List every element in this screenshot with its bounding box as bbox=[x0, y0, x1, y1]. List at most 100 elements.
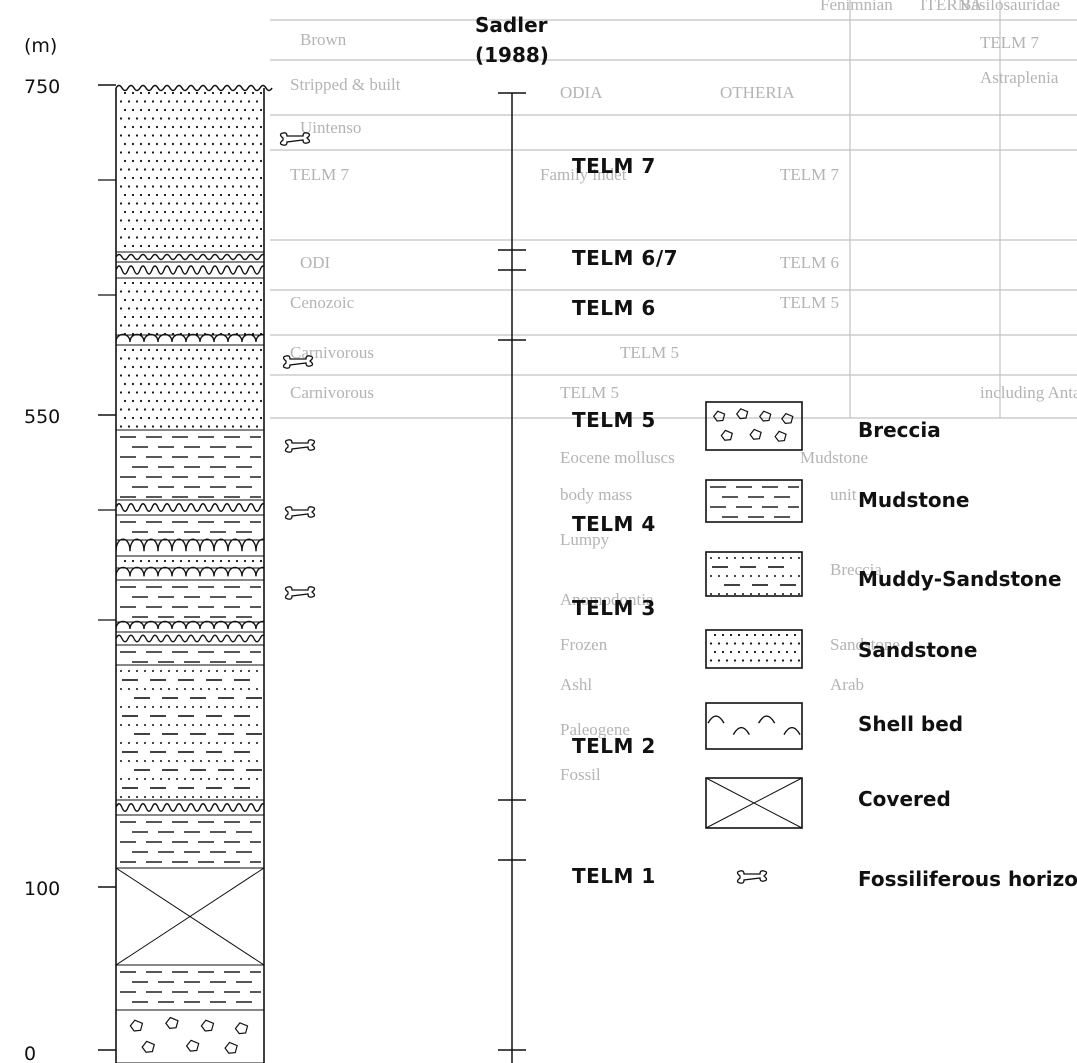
depth-tick-marks bbox=[98, 84, 116, 1051]
sand-dot bbox=[251, 298, 255, 302]
breccia-clast bbox=[774, 430, 787, 442]
sand-dot bbox=[259, 210, 263, 214]
layer-wave bbox=[116, 265, 264, 275]
sand-dot bbox=[243, 399, 247, 403]
sand-dot bbox=[259, 108, 263, 112]
sand-dot bbox=[160, 742, 162, 744]
sand-dot bbox=[123, 315, 127, 319]
sand-dot bbox=[176, 688, 178, 690]
sand-dot bbox=[143, 357, 147, 360]
sand-dot bbox=[235, 281, 239, 285]
sand-dot bbox=[147, 559, 151, 563]
sand-dot bbox=[155, 91, 159, 95]
sand-dot bbox=[251, 91, 255, 95]
sand-dot bbox=[240, 778, 242, 780]
sand-dot bbox=[750, 557, 752, 559]
sand-dot bbox=[726, 593, 728, 595]
sand-dot bbox=[171, 210, 175, 214]
sand-dot bbox=[255, 290, 259, 293]
sand-dot bbox=[216, 706, 218, 708]
sand-dot bbox=[119, 219, 123, 222]
sand-dot bbox=[191, 290, 195, 293]
sand-dot bbox=[143, 307, 147, 310]
sand-dot bbox=[734, 593, 736, 595]
sand-dot bbox=[151, 307, 155, 310]
lithology-legend: Breccia Mudstone Muddy-Sandstone Sandsto… bbox=[705, 401, 1077, 891]
sand-dot bbox=[152, 670, 154, 672]
sand-dot bbox=[243, 210, 247, 214]
sand-dot bbox=[199, 134, 203, 137]
sand-dot bbox=[199, 151, 203, 154]
sand-dot bbox=[789, 642, 793, 645]
sand-dot bbox=[179, 193, 183, 197]
sand-dot bbox=[131, 91, 135, 95]
sand-dot bbox=[231, 324, 235, 327]
sand-dot bbox=[135, 357, 139, 360]
sand-dot bbox=[235, 559, 239, 563]
sand-dot bbox=[231, 219, 235, 222]
sand-dot bbox=[248, 706, 250, 708]
sand-dot bbox=[231, 425, 235, 428]
sand-dot bbox=[224, 688, 226, 690]
sand-dot bbox=[235, 159, 239, 163]
sand-dot bbox=[183, 100, 187, 103]
sand-dot bbox=[797, 642, 801, 645]
sand-dot bbox=[235, 416, 239, 420]
sand-dot bbox=[224, 778, 226, 780]
sand-dot bbox=[184, 670, 186, 672]
sand-dot bbox=[195, 559, 199, 563]
legend-swatch-frame bbox=[705, 401, 803, 451]
sand-dot bbox=[797, 659, 801, 662]
sand-dot bbox=[235, 142, 239, 146]
sand-dot bbox=[203, 227, 207, 231]
sand-dot bbox=[239, 134, 243, 137]
sand-dot bbox=[179, 365, 183, 369]
shell-wave bbox=[116, 803, 264, 812]
sand-dot bbox=[155, 416, 159, 420]
shell-wave bbox=[116, 503, 264, 512]
sand-dot bbox=[135, 408, 139, 411]
legend-swatch-covered bbox=[705, 777, 803, 829]
sand-dot bbox=[131, 348, 135, 352]
sand-dot bbox=[187, 244, 191, 248]
sand-dot bbox=[235, 91, 239, 95]
sand-dot bbox=[207, 202, 211, 205]
sand-dot bbox=[179, 159, 183, 163]
sand-dot bbox=[239, 324, 243, 327]
sand-dot bbox=[127, 219, 131, 222]
sand-dot bbox=[131, 227, 135, 231]
shell-loops bbox=[116, 566, 264, 577]
unit-label-telm6: TELM 6 bbox=[572, 296, 656, 320]
sand-dot bbox=[168, 670, 170, 672]
sand-dot bbox=[256, 778, 258, 780]
reference-year: (1988) bbox=[475, 43, 549, 67]
sand-dot bbox=[183, 236, 187, 239]
sand-dot bbox=[139, 365, 143, 369]
sand-dot bbox=[207, 324, 211, 327]
sand-dot bbox=[785, 650, 789, 654]
sand-dot bbox=[183, 357, 187, 360]
sand-dot bbox=[195, 416, 199, 420]
sand-dot bbox=[135, 391, 139, 394]
sand-dot bbox=[127, 134, 131, 137]
sand-dot bbox=[183, 408, 187, 411]
sand-dot bbox=[243, 176, 247, 180]
sand-dot bbox=[155, 159, 159, 163]
sand-dot bbox=[219, 142, 223, 146]
sand-dot bbox=[143, 236, 147, 239]
layer-breccia bbox=[129, 1016, 249, 1054]
sand-dot bbox=[120, 724, 122, 726]
sand-dot bbox=[259, 159, 263, 163]
sand-dot bbox=[208, 724, 210, 726]
sand-dot bbox=[128, 778, 130, 780]
sand-dot bbox=[734, 575, 736, 577]
sand-dot bbox=[200, 688, 202, 690]
sand-dot bbox=[227, 244, 231, 248]
sand-dot bbox=[127, 307, 131, 310]
sand-dot bbox=[243, 159, 247, 163]
sand-dot bbox=[200, 778, 202, 780]
sand-dot bbox=[766, 593, 768, 595]
sand-dot bbox=[187, 142, 191, 146]
sand-dot bbox=[187, 125, 191, 129]
sand-dot bbox=[131, 244, 135, 248]
